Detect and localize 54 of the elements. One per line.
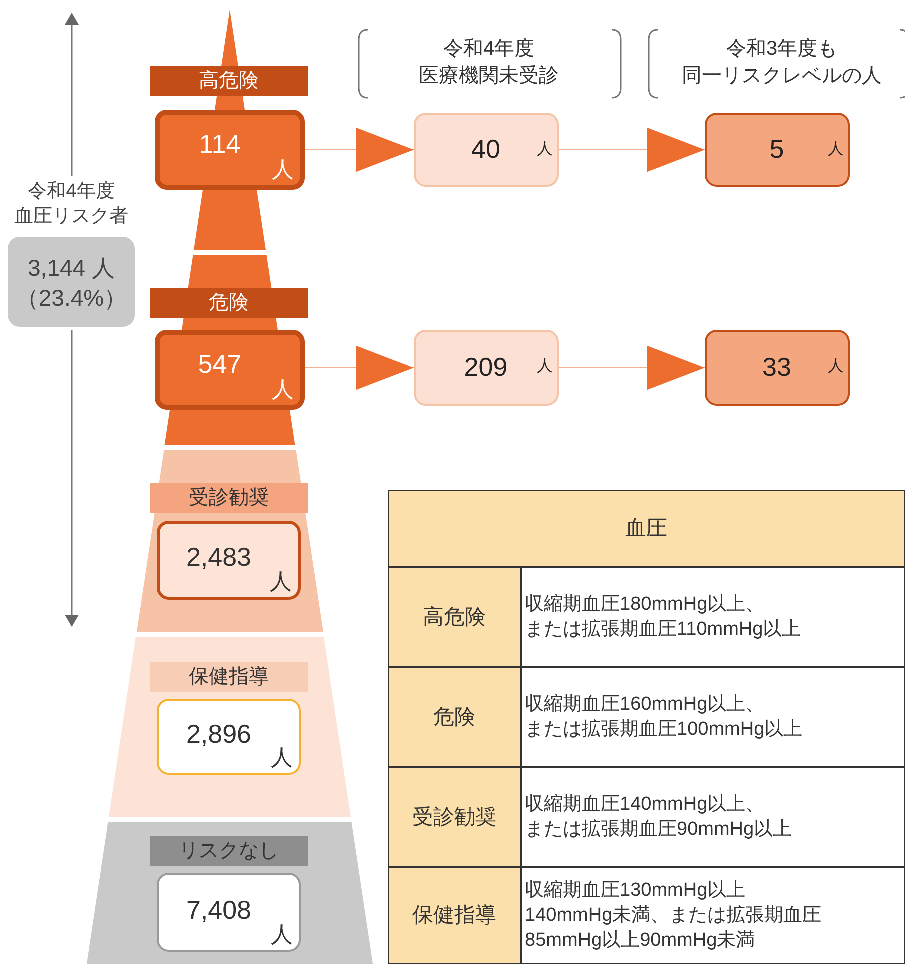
table-cell: 収縮期血圧180mmHg以上、または拡張期血圧110mmHg以上 — [521, 567, 905, 667]
pyramid-tier — [136, 450, 324, 632]
tier-label-bar: 危険 — [150, 288, 308, 318]
tier-label-bar: 保健指導 — [150, 662, 308, 692]
count-box — [156, 699, 301, 775]
count-box — [414, 330, 559, 406]
arrow — [558, 128, 706, 172]
count-box — [157, 873, 301, 952]
count-value: 2,896 — [185, 719, 253, 750]
count-box — [414, 113, 559, 187]
table-cell: 収縮期血圧130mmHg以上140mmHg未満、または拡張期血圧85mmHg以上90mmHg未満 — [521, 867, 905, 964]
count-value: 33 — [762, 352, 792, 383]
unit-label: 人 — [828, 140, 844, 160]
count-box — [156, 521, 301, 600]
count-value: 7,408 — [185, 894, 253, 926]
unit-label: 人 — [537, 140, 553, 160]
count-value: 3,144 人 — [27, 254, 116, 283]
column-header: 令和3年度も同一リスクレベルの人 — [681, 37, 883, 89]
tier-label-bar: 受診勧奨 — [150, 483, 308, 513]
table-header-cell: 血圧 — [388, 490, 905, 567]
count-value: 40 — [470, 134, 502, 165]
arrow — [304, 346, 414, 390]
pyramid-tier — [109, 637, 351, 817]
table-header-cell: 保健指導 — [388, 867, 521, 964]
table-header-cell: 危険 — [388, 667, 521, 767]
unit-label: 人 — [272, 376, 294, 404]
table-header-cell: 受診勧奨 — [388, 767, 521, 867]
caption-text: 令和4年度血圧リスク者 — [14, 180, 130, 229]
percentage-value: （23.4%） — [14, 284, 128, 313]
arrow — [558, 346, 706, 390]
unit-label: 人 — [828, 357, 844, 377]
unit-label: 人 — [270, 568, 292, 596]
table-header-cell: 高危険 — [388, 567, 521, 667]
arrow — [304, 128, 414, 172]
count-value: 209 — [463, 352, 509, 383]
pyramid-tier — [87, 822, 373, 964]
count-value: 2,483 — [185, 542, 253, 572]
count-box — [705, 330, 850, 406]
count-value: 5 — [768, 134, 786, 165]
count-box — [705, 113, 850, 187]
unit-label: 人 — [271, 921, 293, 949]
tier-label-bar: リスクなし — [150, 836, 308, 866]
count-box — [155, 110, 305, 190]
total-box — [8, 237, 135, 327]
column-header: 令和4年度医療機関未受診 — [418, 37, 560, 89]
unit-label: 人 — [272, 156, 294, 184]
count-box — [155, 330, 305, 410]
unit-label: 人 — [537, 357, 553, 377]
count-value: 114 — [198, 129, 242, 160]
tier-label-bar: 高危険 — [150, 66, 308, 96]
count-value: 547 — [197, 349, 243, 380]
unit-label: 人 — [270, 744, 293, 772]
table-cell: 収縮期血圧160mmHg以上、または拡張期血圧100mmHg以上 — [521, 667, 905, 767]
table-cell: 収縮期血圧140mmHg以上、または拡張期血圧90mmHg以上 — [521, 767, 905, 867]
